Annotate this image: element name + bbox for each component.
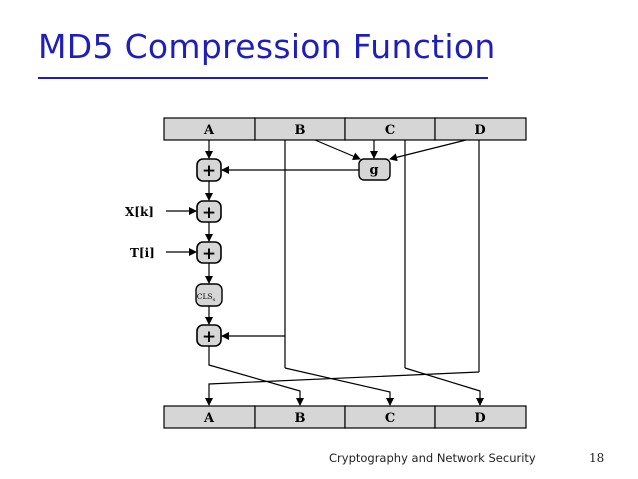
adder-3-symbol: + bbox=[202, 244, 216, 264]
footer-course-title: Cryptography and Network Security bbox=[329, 451, 536, 465]
g-input-arrows bbox=[314, 139, 467, 162]
cls-label: CLSs bbox=[197, 292, 216, 303]
output-label-c: C bbox=[385, 411, 395, 426]
output-label-d: D bbox=[474, 411, 485, 426]
output-label-b: B bbox=[295, 411, 306, 426]
cls-label-main: CLS bbox=[197, 292, 213, 301]
function-g-box: g bbox=[358, 158, 391, 181]
output-label-a: A bbox=[203, 411, 215, 426]
input-label-d: D bbox=[474, 123, 485, 138]
input-register-d bbox=[434, 117, 527, 141]
adder-4: + bbox=[196, 324, 222, 347]
adder-4-symbol: + bbox=[202, 327, 216, 347]
function-g-label: g bbox=[369, 163, 378, 178]
output-register-d bbox=[434, 405, 527, 429]
t-i-label: T[i] bbox=[130, 246, 155, 260]
adder-1-symbol: + bbox=[202, 161, 216, 181]
adder-1: + bbox=[196, 158, 222, 182]
input-label-b: B bbox=[295, 123, 306, 138]
page-number: 18 bbox=[589, 451, 605, 465]
cls-label-sub: s bbox=[213, 297, 216, 303]
title-underline bbox=[38, 77, 488, 79]
slide-title: MD5 Compression Function bbox=[38, 27, 496, 66]
input-label-c: C bbox=[385, 123, 395, 138]
adder-3: + bbox=[196, 241, 222, 264]
x-k-label: X[k] bbox=[125, 205, 154, 219]
adder-2-symbol: + bbox=[202, 203, 216, 223]
output-arrows bbox=[205, 346, 484, 406]
cls-box: CLSs bbox=[195, 283, 223, 307]
output-register-row: A B C D bbox=[163, 405, 527, 429]
input-register-row: A B C D bbox=[163, 117, 527, 141]
b-datapath bbox=[221, 140, 286, 368]
input-label-a: A bbox=[203, 123, 215, 138]
adder-2: + bbox=[196, 200, 222, 223]
